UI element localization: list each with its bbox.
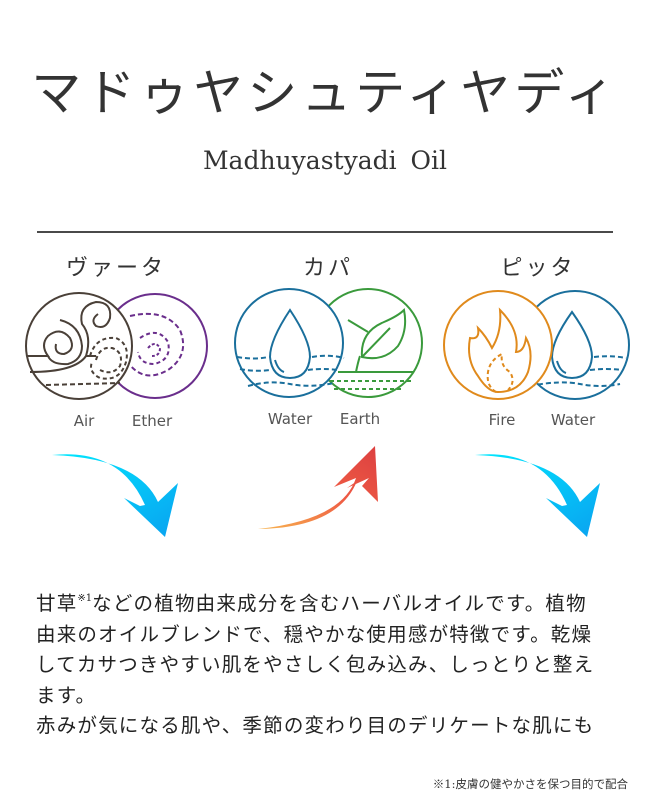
footnote-marker: ※1 <box>77 593 93 604</box>
element-label-water: Water <box>267 410 313 428</box>
curved-arrow-down-icon <box>475 454 600 537</box>
description-text: などの植物由来成分を含むハーバルオイルです。植物 <box>92 592 587 615</box>
description-line: してカサつきやすい肌をやさしく包み込み、しっとりと整え <box>36 653 595 676</box>
element-label-water-2: Water <box>550 411 596 429</box>
product-description: 甘草※1などの植物由来成分を含むハーバルオイルです。植物 由来のオイルブレンドで… <box>36 584 626 742</box>
curved-arrow-up-icon <box>258 446 378 529</box>
element-label-fire: Fire <box>488 411 516 429</box>
divider <box>37 231 613 233</box>
description-line: 甘草※1などの植物由来成分を含むハーバルオイルです。植物 <box>36 584 626 620</box>
description-line: ます。 <box>36 683 97 707</box>
dosha-name-vata: ヴァータ <box>65 256 166 281</box>
description-line: 由来のオイルブレンドで、穏やかな使用感が特徴です。乾燥 <box>36 622 593 646</box>
product-title-japanese: マドゥヤシュティヤディ <box>31 64 619 122</box>
curved-arrow-down-icon <box>52 454 178 537</box>
element-label-air: Air <box>73 412 95 430</box>
element-label-earth: Earth <box>339 410 381 428</box>
footnote: ※1:皮膚の健やかさを保つ目的で配合 <box>432 777 628 791</box>
element-label-ether: Ether <box>131 412 173 430</box>
dosha-name-kapha: カパ <box>302 256 353 281</box>
product-title-english: Madhuyastyadi Oil <box>202 146 448 175</box>
dosha-name-pitta: ピッタ <box>500 256 576 281</box>
description-line: 赤みが気になる肌や、季節の変わり目のデリケートな肌にも <box>36 714 595 737</box>
description-text: 甘草 <box>36 592 78 615</box>
